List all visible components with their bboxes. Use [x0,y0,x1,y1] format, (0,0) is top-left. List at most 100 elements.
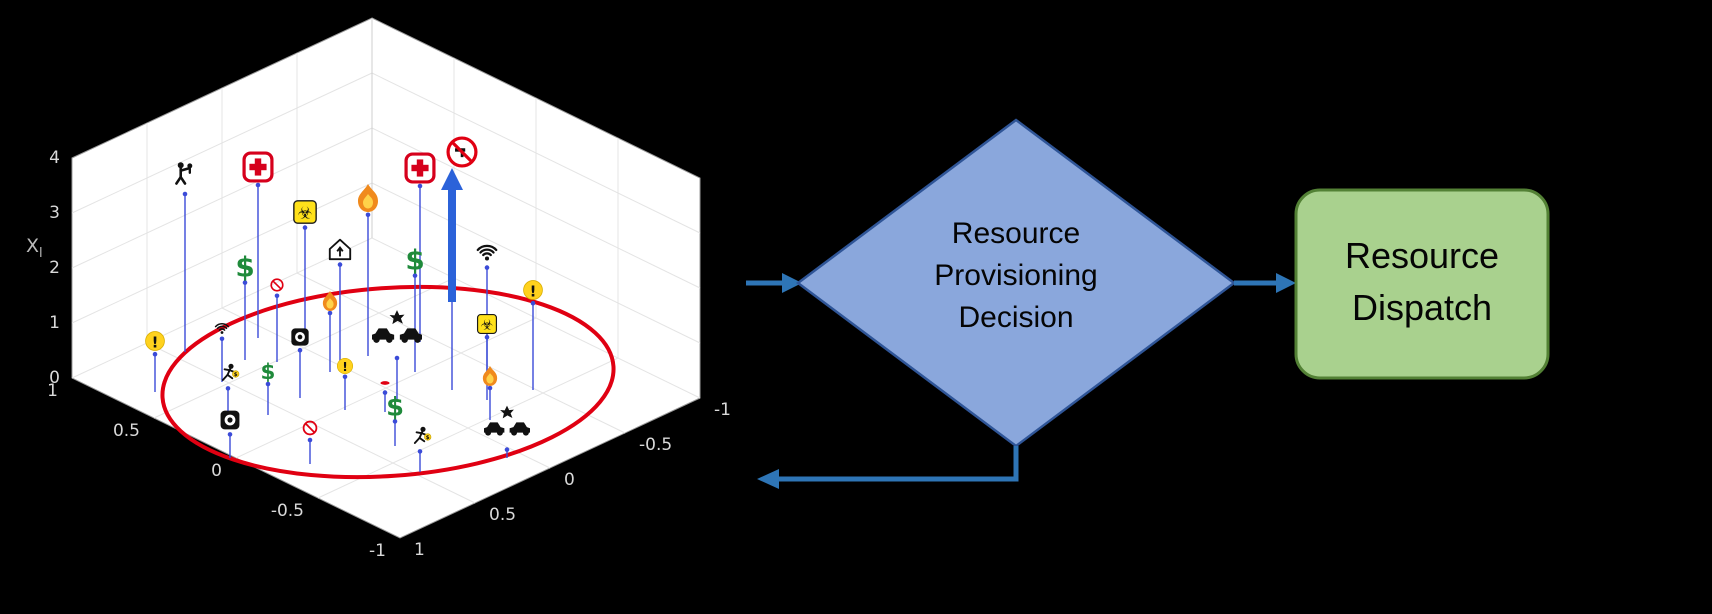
svg-text:$: $ [426,435,430,441]
svg-text:$: $ [261,360,276,385]
svg-text:$: $ [235,250,254,283]
axis-tick-labels: 4 3 2 1 0 1 0.5 0 -0.5 -1 1 0.5 0 -0.5 -… [26,148,731,561]
x-tick-label: 1 [414,540,425,560]
grid-line [371,72,701,234]
z-tick-label: 2 [49,258,60,278]
prohibition-icon [270,278,284,292]
grid-line [71,127,373,269]
stem-marker [417,449,423,454]
coverage-ellipse [160,284,616,480]
dollar-icon: $ [405,243,424,276]
stem-marker [342,374,348,380]
stem-marker [302,225,308,230]
svg-text:$: $ [405,243,424,276]
stem-marker [307,437,313,443]
stem-marker [219,336,225,342]
red-disc-icon [380,381,390,385]
fire-icon [358,184,378,212]
x-tick-label: -0.5 [639,435,672,455]
stem-marker [484,334,490,340]
robbery-icon: $ [413,426,432,444]
car-crash-icon [371,310,423,343]
svg-text:!: ! [342,360,348,374]
stem-marker [242,280,248,285]
dispatch-box [1294,188,1550,380]
stem-marker [152,351,158,357]
z-tick-label: 0 [49,368,60,388]
medical-cross-icon [404,152,436,184]
svg-text:$: $ [386,393,404,423]
car-crash-icon [483,405,531,436]
gas-mask-icon: ☣ [476,313,498,335]
feedback-arrow-line [779,446,1019,482]
dollar-icon: $ [261,360,276,385]
stem-marker [225,386,231,391]
plot-markers: ☣$$!☣!$$!$$ [145,136,616,480]
y-tick-label: 0 [211,461,222,481]
y-tick-label: 0.5 [113,421,140,441]
grid-line [296,272,626,434]
dispatch-label-line1: Resource [1345,235,1499,276]
stem-marker [504,447,510,452]
stem-marker [227,432,233,437]
dispatch-label-line2: Dispatch [1352,287,1492,328]
z-tick-label: 4 [49,148,60,168]
stem-marker [182,191,188,197]
no-guns-icon [446,136,478,168]
svg-text:!: ! [530,282,537,300]
stem-marker [265,381,271,387]
wifi-icon [476,244,498,261]
svg-text:☣: ☣ [298,203,313,223]
camera-icon [220,410,240,430]
warning-icon: ! [523,280,543,300]
gas-mask-icon: ☣ [293,200,317,224]
stem-marker [392,419,398,424]
stem-marker [394,355,400,361]
stem-marker [417,183,423,189]
stem-marker [255,182,261,188]
grid-line [317,357,619,499]
z-tick-label: 3 [49,203,60,223]
y-tick-label: -0.5 [271,501,304,521]
grid-line [71,237,373,379]
flowchart: Resource Provisioning Decision Resource … [746,118,1550,489]
stem-marker [484,265,490,270]
grid-line [371,237,701,399]
inflow-arrowhead-icon [782,273,802,293]
y-tick-label: 1 [47,381,58,401]
z-tick-label: 1 [49,313,60,333]
camera-icon [291,328,309,346]
fire-icon [322,291,338,311]
z-axis-label-subscript: l [39,246,43,261]
stem-marker [337,262,343,267]
stem-marker [530,300,536,306]
x-tick-label: 0.5 [489,505,516,525]
medical-cross-icon [242,151,274,183]
3d-stem-plot: ☣$$!☣!$$!$$ 4 3 2 1 0 1 0.5 0 -0.5 -1 1 … [26,17,731,561]
stem-marker [327,310,333,316]
decision-label-line3: Decision [958,301,1073,334]
stem-marker [382,390,388,395]
z-axis-label: Xl [26,235,43,261]
y-tick-label: -1 [369,541,386,561]
prohibition-icon [302,420,318,436]
plot-background [71,17,701,539]
dollar-icon: $ [235,250,254,283]
fire-icon [482,366,498,386]
decision-label-line2: Provisioning [934,259,1097,292]
dispatch-arrowhead-icon [1276,273,1296,293]
x-tick-label: -1 [714,400,731,420]
evacuation-house-icon [328,238,352,261]
x-tick-label: 0 [564,470,575,490]
feedback-arrowhead-icon [757,469,779,489]
up-arrow-icon [441,168,463,302]
svg-text:!: ! [152,333,159,351]
stem-marker [274,293,280,299]
stem-marker [487,385,493,391]
wifi-icon [214,322,230,334]
stem-marker [412,273,418,278]
warning-icon: ! [145,331,165,351]
rescue-icon [175,162,193,185]
